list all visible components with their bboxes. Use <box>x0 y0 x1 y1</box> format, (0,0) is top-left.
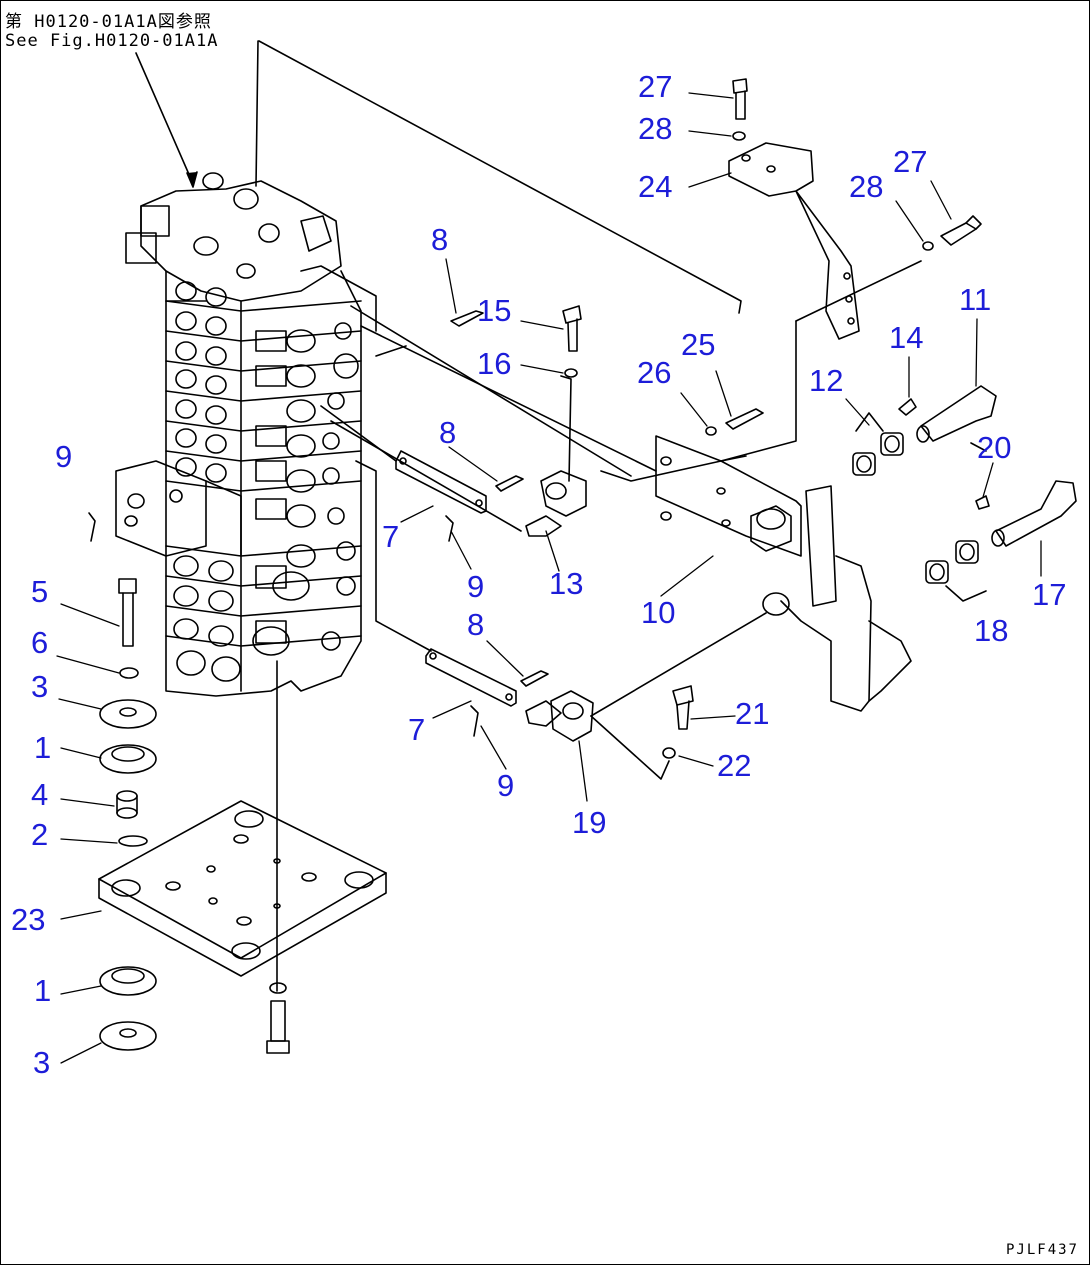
callout-9: 9 <box>55 439 73 474</box>
callout-8: 8 <box>467 607 485 642</box>
callout-22: 22 <box>717 748 752 783</box>
callout-3: 3 <box>31 669 49 704</box>
cotter-pin-9-b <box>445 515 454 542</box>
callout-6: 6 <box>31 625 49 660</box>
callout-7: 7 <box>382 519 400 554</box>
reference-leaders <box>135 40 742 314</box>
bushings-12 <box>852 412 904 476</box>
callout-leaders <box>56 92 1042 1064</box>
bolt-27-right <box>922 215 982 251</box>
bolt-5 <box>118 578 137 647</box>
mount-bolt-lower <box>266 982 290 1054</box>
pin-8-b <box>495 475 524 492</box>
callout-19: 19 <box>572 805 607 840</box>
callout-18: 18 <box>974 613 1009 648</box>
callout-28: 28 <box>849 169 884 204</box>
callout-5: 5 <box>31 574 49 609</box>
linkage-plate-10 <box>655 435 912 712</box>
pin-11 <box>916 385 997 443</box>
reference-text-jp: 第 H0120-01A1A図参照 <box>5 12 212 32</box>
link-7-upper <box>395 450 487 514</box>
callout-10: 10 <box>641 595 676 630</box>
bushings-18 <box>925 540 987 602</box>
callout-12: 12 <box>809 363 844 398</box>
callout-28: 28 <box>638 111 673 146</box>
callout-15: 15 <box>477 293 512 328</box>
collar-4 <box>116 790 138 819</box>
callout-25: 25 <box>681 327 716 362</box>
washer-22 <box>662 747 676 759</box>
washer-6 <box>119 667 139 679</box>
callout-27: 27 <box>893 144 928 179</box>
washer-26 <box>705 426 717 436</box>
assembly-lines <box>276 260 987 992</box>
cotter-pin-14 <box>898 398 917 416</box>
callout-20: 20 <box>977 430 1012 465</box>
callout-23: 23 <box>11 902 46 937</box>
callout-14: 14 <box>889 320 924 355</box>
callout-1: 1 <box>34 973 52 1008</box>
callout-3: 3 <box>33 1045 51 1080</box>
callout-11: 11 <box>959 282 992 317</box>
washer-16 <box>564 368 578 378</box>
clamp-19 <box>525 690 594 742</box>
bolt-27-top <box>732 78 748 141</box>
bolt-15 <box>562 305 582 352</box>
link-7-lower <box>425 648 517 707</box>
pin-8-c <box>520 670 549 687</box>
callout-9: 9 <box>497 768 515 803</box>
bolt-21 <box>672 685 694 730</box>
ring-2 <box>118 835 148 847</box>
cushion-1-bottom <box>99 966 157 996</box>
callout-17: 17 <box>1032 577 1067 612</box>
callout-7: 7 <box>408 712 426 747</box>
callout-21: 21 <box>735 696 770 731</box>
callout-8: 8 <box>431 222 449 257</box>
control-valve-body <box>115 172 377 697</box>
plate-washer-3-top <box>99 699 157 729</box>
cotter-pin-9-c <box>470 705 479 737</box>
callout-2: 2 <box>31 817 49 852</box>
callout-4: 4 <box>31 777 49 812</box>
cotter-pin-9-a <box>88 512 96 542</box>
callout-16: 16 <box>477 346 512 381</box>
callout-27: 27 <box>638 69 673 104</box>
cushion-1-top <box>99 744 157 774</box>
bolt-25 <box>725 408 764 430</box>
callout-24: 24 <box>638 169 673 204</box>
drawing-code: PJLF437 <box>1005 1242 1079 1258</box>
callout-13: 13 <box>549 566 584 601</box>
clamp-13 <box>525 470 587 537</box>
plate-washer-3-bottom <box>99 1021 157 1051</box>
callout-9: 9 <box>467 569 485 604</box>
valve-sections <box>165 281 362 682</box>
callout-1: 1 <box>34 730 52 765</box>
mounting-plate-23 <box>98 800 387 977</box>
cotter-pin-20 <box>975 495 990 510</box>
reference-text-en: See Fig.H0120-01A1A <box>5 31 219 51</box>
bracket-24 <box>728 142 860 340</box>
callout-8: 8 <box>439 415 457 450</box>
callout-26: 26 <box>637 355 672 390</box>
pin-8-a <box>450 310 484 327</box>
pin-17 <box>991 480 1077 547</box>
